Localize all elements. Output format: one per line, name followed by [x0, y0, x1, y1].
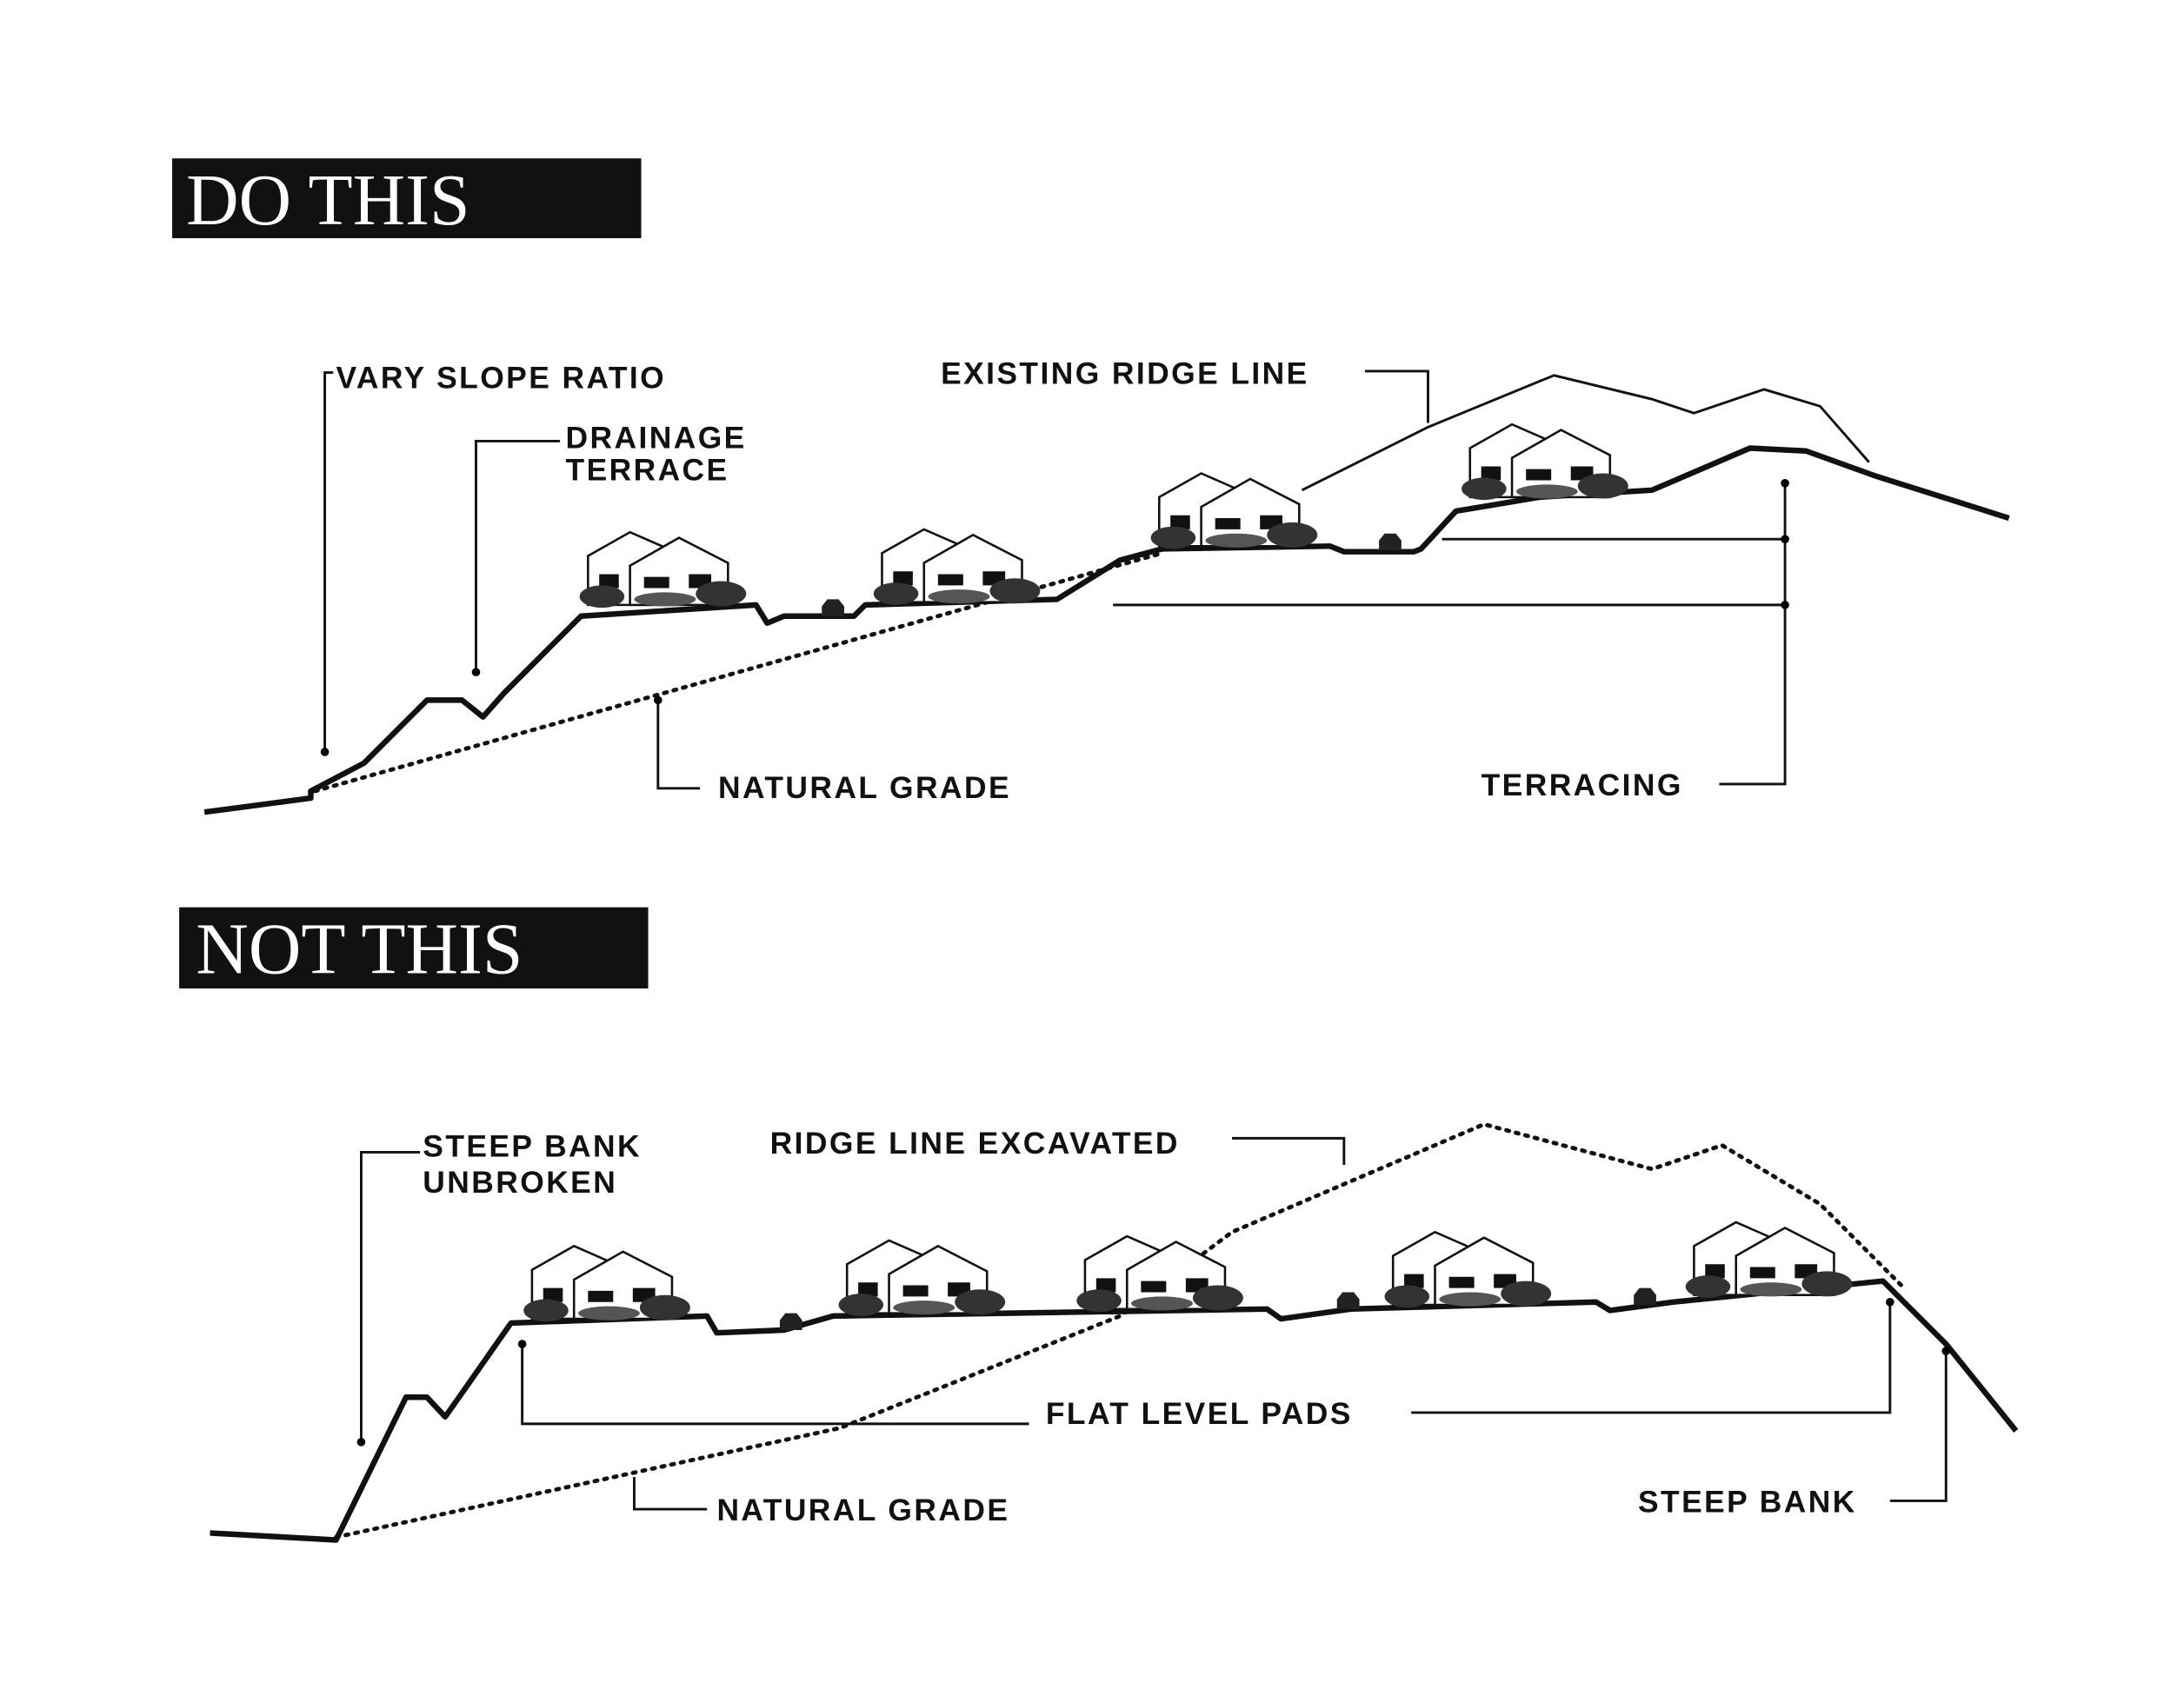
- label-terrace: TERRACE: [566, 453, 729, 488]
- house-illustration: [1384, 1230, 1552, 1308]
- label-existing-ridge-line: EXISTING RIDGE LINE: [941, 356, 1309, 390]
- not-natural-grade-line: [334, 1121, 1907, 1540]
- not-graded-slope: [210, 1278, 2019, 1543]
- do-natural-grade-leader: [656, 700, 701, 790]
- steep-unbroken-leader: [359, 1151, 421, 1442]
- car-illustration: [1336, 1292, 1360, 1309]
- not-this-section: NOT THIS STEEP BANK UNBROKEN RIDGE LINE …: [179, 907, 2019, 1543]
- not-this-header-box: [179, 907, 649, 989]
- car-illustration: [779, 1313, 802, 1330]
- do-this-section: DO THIS VARY SLOPE RATIO DRAINAGE TERRAC…: [172, 158, 2010, 815]
- flat-pads-leader: [521, 1301, 1892, 1426]
- do-terracing-dimension: [1113, 478, 1789, 786]
- house-illustration: [523, 1244, 690, 1322]
- house-illustration: [1462, 422, 1628, 501]
- house-illustration: [579, 530, 747, 609]
- not-this-header: NOT THIS: [196, 908, 523, 989]
- label-drainage: DRAINAGE: [566, 421, 747, 456]
- car-illustration: [822, 599, 844, 616]
- label-unbroken: UNBROKEN: [423, 1165, 617, 1200]
- drainage-leader: [475, 440, 561, 673]
- not-natural-grade-leader: [632, 1477, 708, 1511]
- do-this-header: DO THIS: [186, 160, 469, 241]
- label-natural-grade: NATURAL GRADE: [718, 770, 1011, 805]
- label-ridge-line-excavated: RIDGE LINE EXCAVATED: [770, 1126, 1180, 1161]
- steep-bank-leader: [1889, 1351, 1948, 1502]
- do-this-header-box: [172, 158, 642, 238]
- car-illustration: [1634, 1287, 1656, 1305]
- vary-slope-leader: [323, 371, 334, 752]
- do-existing-ridge-line: [1301, 374, 1870, 492]
- label-flat-level-pads: FLAT LEVEL PADS: [1046, 1396, 1353, 1431]
- label-terracing: TERRACING: [1482, 768, 1683, 802]
- house-illustration: [838, 1239, 1006, 1316]
- label-steep-bank-bottom: STEEP BANK: [1638, 1484, 1857, 1519]
- house-illustration: [1150, 472, 1318, 549]
- car-illustration: [1379, 533, 1402, 551]
- house-illustration: [873, 528, 1041, 605]
- ridge-excavated-leader: [1232, 1136, 1346, 1165]
- house-illustration: [1076, 1234, 1243, 1313]
- label-vary-slope-ratio: VARY SLOPE RATIO: [336, 360, 666, 395]
- ridge-leader: [1365, 369, 1429, 423]
- label-steep-bank: STEEP BANK: [423, 1128, 642, 1163]
- house-illustration: [1685, 1221, 1853, 1298]
- label-natural-grade-bottom: NATURAL GRADE: [716, 1493, 1009, 1527]
